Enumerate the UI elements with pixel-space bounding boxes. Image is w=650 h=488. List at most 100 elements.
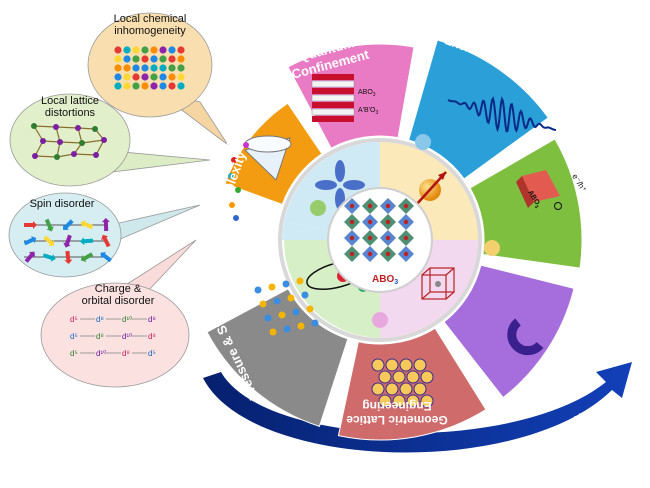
quantum-layers-icon: ABO3 A'B'O3	[311, 74, 378, 122]
lattice-atom	[32, 153, 38, 159]
chemical-dot	[132, 46, 140, 54]
lattice-bond	[33, 125, 57, 128]
chemical-dot	[141, 73, 149, 81]
chemical-dot	[114, 82, 122, 90]
chemical-dot	[141, 46, 149, 54]
lattice-bond	[55, 126, 79, 129]
chemical-dot	[177, 46, 185, 54]
pressure-atom	[311, 319, 319, 327]
b-site-atom	[349, 251, 355, 257]
pressure-strain-icon	[254, 277, 319, 336]
spin-arrow	[63, 234, 72, 248]
charge-orbital-label: d⁵	[148, 349, 156, 358]
spin-arrow	[80, 237, 94, 246]
b-site-atom	[349, 235, 355, 241]
b-site-atom	[385, 203, 391, 209]
bubble-spin	[8, 192, 201, 278]
b-site-atom	[367, 235, 373, 241]
spin-arrow	[23, 236, 37, 246]
pressure-atom	[296, 277, 304, 285]
b-site-atom	[403, 251, 409, 257]
pressure-atom	[306, 305, 314, 313]
chemical-dot	[168, 82, 176, 90]
chemical-dot	[177, 64, 185, 72]
charge-orbital-label: d¹⁰	[122, 332, 132, 341]
spin-arrow	[44, 218, 54, 232]
charge-orbital-label: d⁸	[96, 315, 104, 324]
b-site-atom	[385, 235, 391, 241]
lattice-atom	[53, 124, 59, 130]
knob-charge	[372, 312, 388, 328]
ultrafast-wave-icon	[447, 96, 557, 133]
lattice-bond	[81, 139, 105, 144]
chemical-dot	[123, 82, 131, 90]
lattice-atom	[54, 154, 60, 160]
geometric-site	[399, 358, 413, 372]
chemical-dot	[114, 64, 122, 72]
spin-arrow	[101, 234, 111, 248]
chemical-dot	[114, 55, 122, 63]
charge-orbital-label: d⁵	[70, 332, 78, 341]
geometric-site	[420, 370, 434, 384]
chemical-dot	[177, 55, 185, 63]
spin-arrow	[101, 218, 110, 232]
pressure-atom	[268, 283, 276, 291]
chemical-dot	[159, 64, 167, 72]
charge-orbital-label: d⁸	[122, 349, 130, 358]
charge-orbital-label: d¹⁰	[96, 349, 106, 358]
compositional-cone-icon	[228, 135, 292, 221]
b-site-atom	[403, 203, 409, 209]
spin-arrow	[64, 250, 73, 264]
spin-ball-icon	[415, 171, 447, 206]
chemical-dot	[168, 46, 176, 54]
b-site-atom	[403, 219, 409, 225]
pressure-atom	[264, 314, 272, 322]
geometric-site	[378, 394, 392, 408]
geometric-site	[385, 382, 399, 396]
segment-geometric	[337, 327, 487, 441]
b-site-atom	[349, 219, 355, 225]
chemical-dot	[114, 73, 122, 81]
chemical-dot	[159, 73, 167, 81]
chemical-dot	[150, 64, 158, 72]
chemical-dot	[159, 46, 167, 54]
b-site-atom	[367, 219, 373, 225]
chemical-dot	[141, 82, 149, 90]
charge-orbital-label: d⁸	[148, 315, 156, 324]
spin-arrow	[100, 252, 112, 263]
svg-text:A'B'O3: A'B'O3	[358, 107, 378, 116]
spin-disorder-icon	[23, 218, 112, 264]
pressure-atom	[254, 286, 262, 294]
knob-orbital	[310, 200, 326, 216]
chemical-dot	[123, 73, 131, 81]
lattice-atom	[101, 137, 107, 143]
pressure-atom	[297, 322, 305, 330]
chemical-dot	[132, 64, 140, 72]
lattice-cube-icon	[421, 267, 455, 300]
lattice-atom	[75, 125, 81, 131]
spin-arrow	[63, 219, 74, 231]
charge-orbital-label: d⁸	[148, 332, 156, 341]
spin-arrow	[42, 253, 56, 262]
knob-lattice	[484, 240, 500, 256]
chemical-dot	[132, 55, 140, 63]
chemical-dot	[168, 64, 176, 72]
geometric-site	[420, 394, 434, 408]
chemical-dot	[123, 64, 131, 72]
b-site-atom	[367, 251, 373, 257]
geometric-site	[378, 370, 392, 384]
bubble-chemical	[87, 12, 229, 146]
geometric-site	[392, 394, 406, 408]
pressure-atom	[283, 325, 291, 333]
chemical-dot	[123, 46, 131, 54]
center-formula: ABO3	[372, 274, 398, 286]
lattice-distortion-icon	[31, 123, 107, 160]
spin-arrow	[80, 220, 94, 230]
charge-orbital-label: d⁸	[96, 332, 104, 341]
geometric-lattice-icon	[371, 358, 434, 408]
spin-arrow	[24, 251, 35, 263]
pressure-atom	[292, 308, 300, 316]
